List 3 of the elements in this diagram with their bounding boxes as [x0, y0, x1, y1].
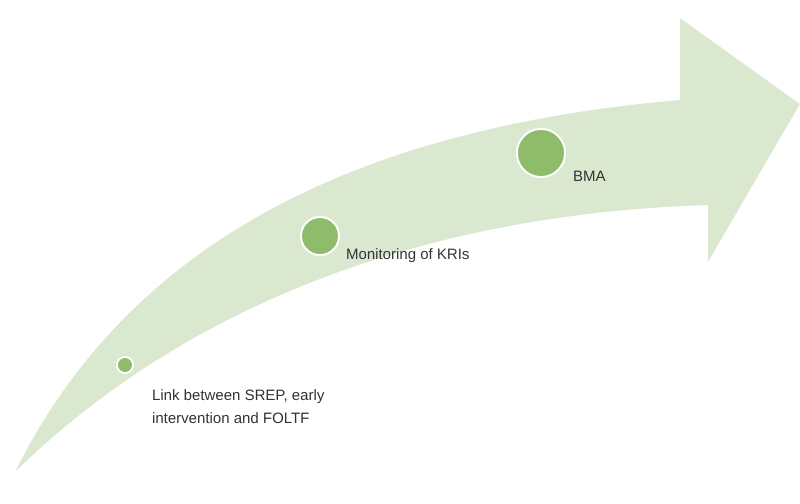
step-label: Monitoring of KRIs	[346, 245, 470, 265]
step-label: Link between SREP, early intervention and FOLTF	[152, 386, 326, 429]
step-label: BMA	[573, 167, 607, 187]
